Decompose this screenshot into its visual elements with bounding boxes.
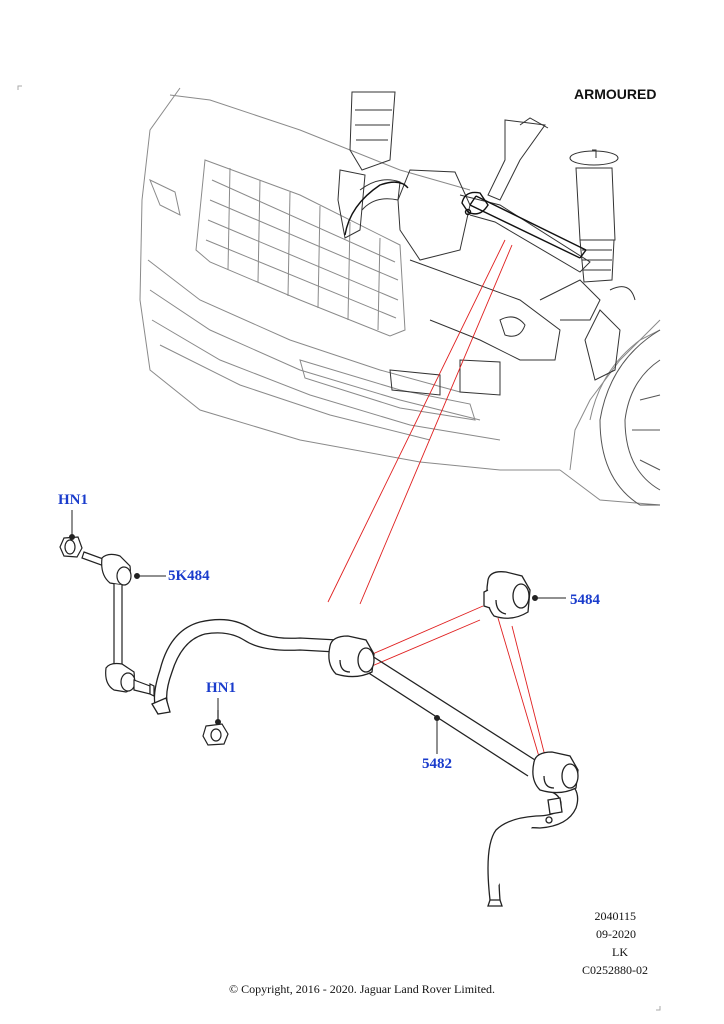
copyright: © Copyright, 2016 - 2020. Jaguar Land Ro… xyxy=(228,982,496,996)
hn1-nut-top xyxy=(59,536,83,558)
bar-bush-left xyxy=(328,635,375,678)
callout-hn1-top[interactable]: HN1 xyxy=(58,492,88,508)
info-code: 2040115 xyxy=(594,909,636,923)
callout-5k484[interactable]: 5K484 xyxy=(168,568,210,584)
info-date: 09-2020 xyxy=(596,927,636,941)
leader-lines xyxy=(327,239,547,761)
corner-mark-br xyxy=(656,1006,661,1011)
bar-bush-right xyxy=(532,751,579,794)
suspension-context xyxy=(337,91,636,396)
info-author: LK xyxy=(612,945,628,959)
installed-bar xyxy=(344,181,587,259)
grille xyxy=(195,159,406,337)
wheel-right xyxy=(599,329,661,506)
bush-5484 xyxy=(483,571,531,619)
hn1-nut-lower xyxy=(202,710,229,746)
variant-label: ARMOURED xyxy=(574,86,657,102)
anti-roll-bar xyxy=(151,618,579,907)
callout-5484[interactable]: 5484 xyxy=(570,592,600,608)
stabilizer-link xyxy=(81,551,155,697)
callout-hn1-nut[interactable]: HN1 xyxy=(206,680,236,696)
callout-5482[interactable]: 5482 xyxy=(422,756,452,772)
corner-mark xyxy=(17,85,22,90)
callout-leaders xyxy=(69,510,566,754)
info-ref: C0252880-02 xyxy=(582,963,648,977)
vehicle-front-outline xyxy=(139,87,661,506)
strut-right xyxy=(569,149,619,283)
